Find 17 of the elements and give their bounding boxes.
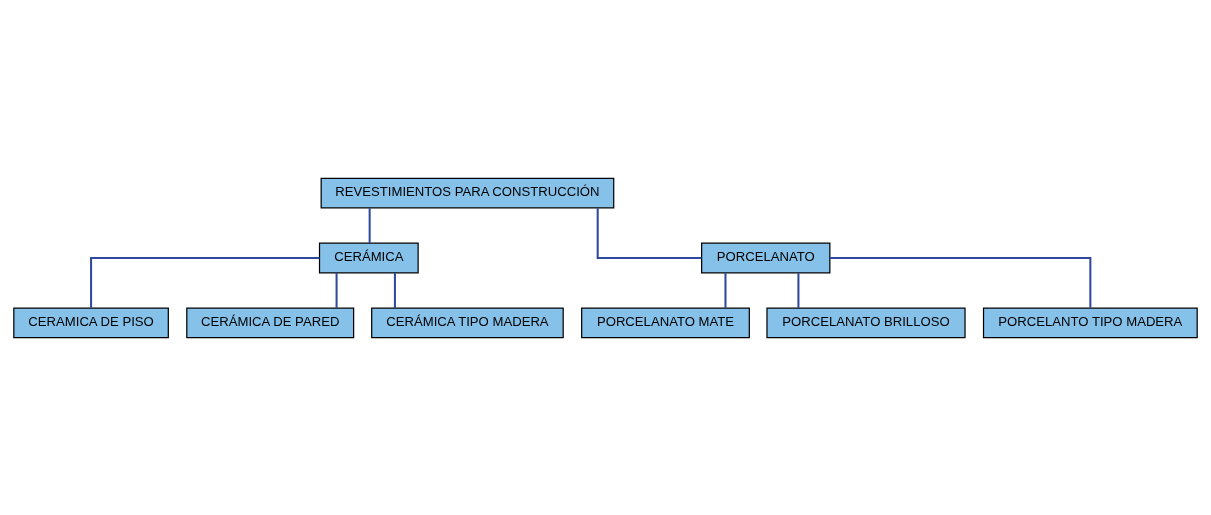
connector [829, 256, 1092, 308]
node-box: CERÁMICA DE PARED [186, 307, 355, 338]
node-box: PORCELANATO [701, 242, 831, 273]
node-box: CERÁMICA TIPO MADERA [371, 307, 564, 338]
connector [335, 272, 338, 308]
node-box: PORCELANTO TIPO MADERA [982, 307, 1198, 338]
connector [368, 207, 371, 243]
node-box: CERAMICA DE PISO [13, 307, 169, 338]
node-box: PORCELANATO BRILLOSO [766, 307, 966, 338]
connector [393, 272, 396, 308]
connector [90, 256, 320, 308]
connector [724, 272, 727, 308]
node-box: REVESTIMIENTOS PARA CONSTRUCCIÓN [320, 177, 615, 208]
node-box: CERÁMICA [318, 242, 419, 273]
node-box: PORCELANATO MATE [581, 307, 750, 338]
connector [797, 272, 800, 308]
connector [596, 207, 702, 259]
